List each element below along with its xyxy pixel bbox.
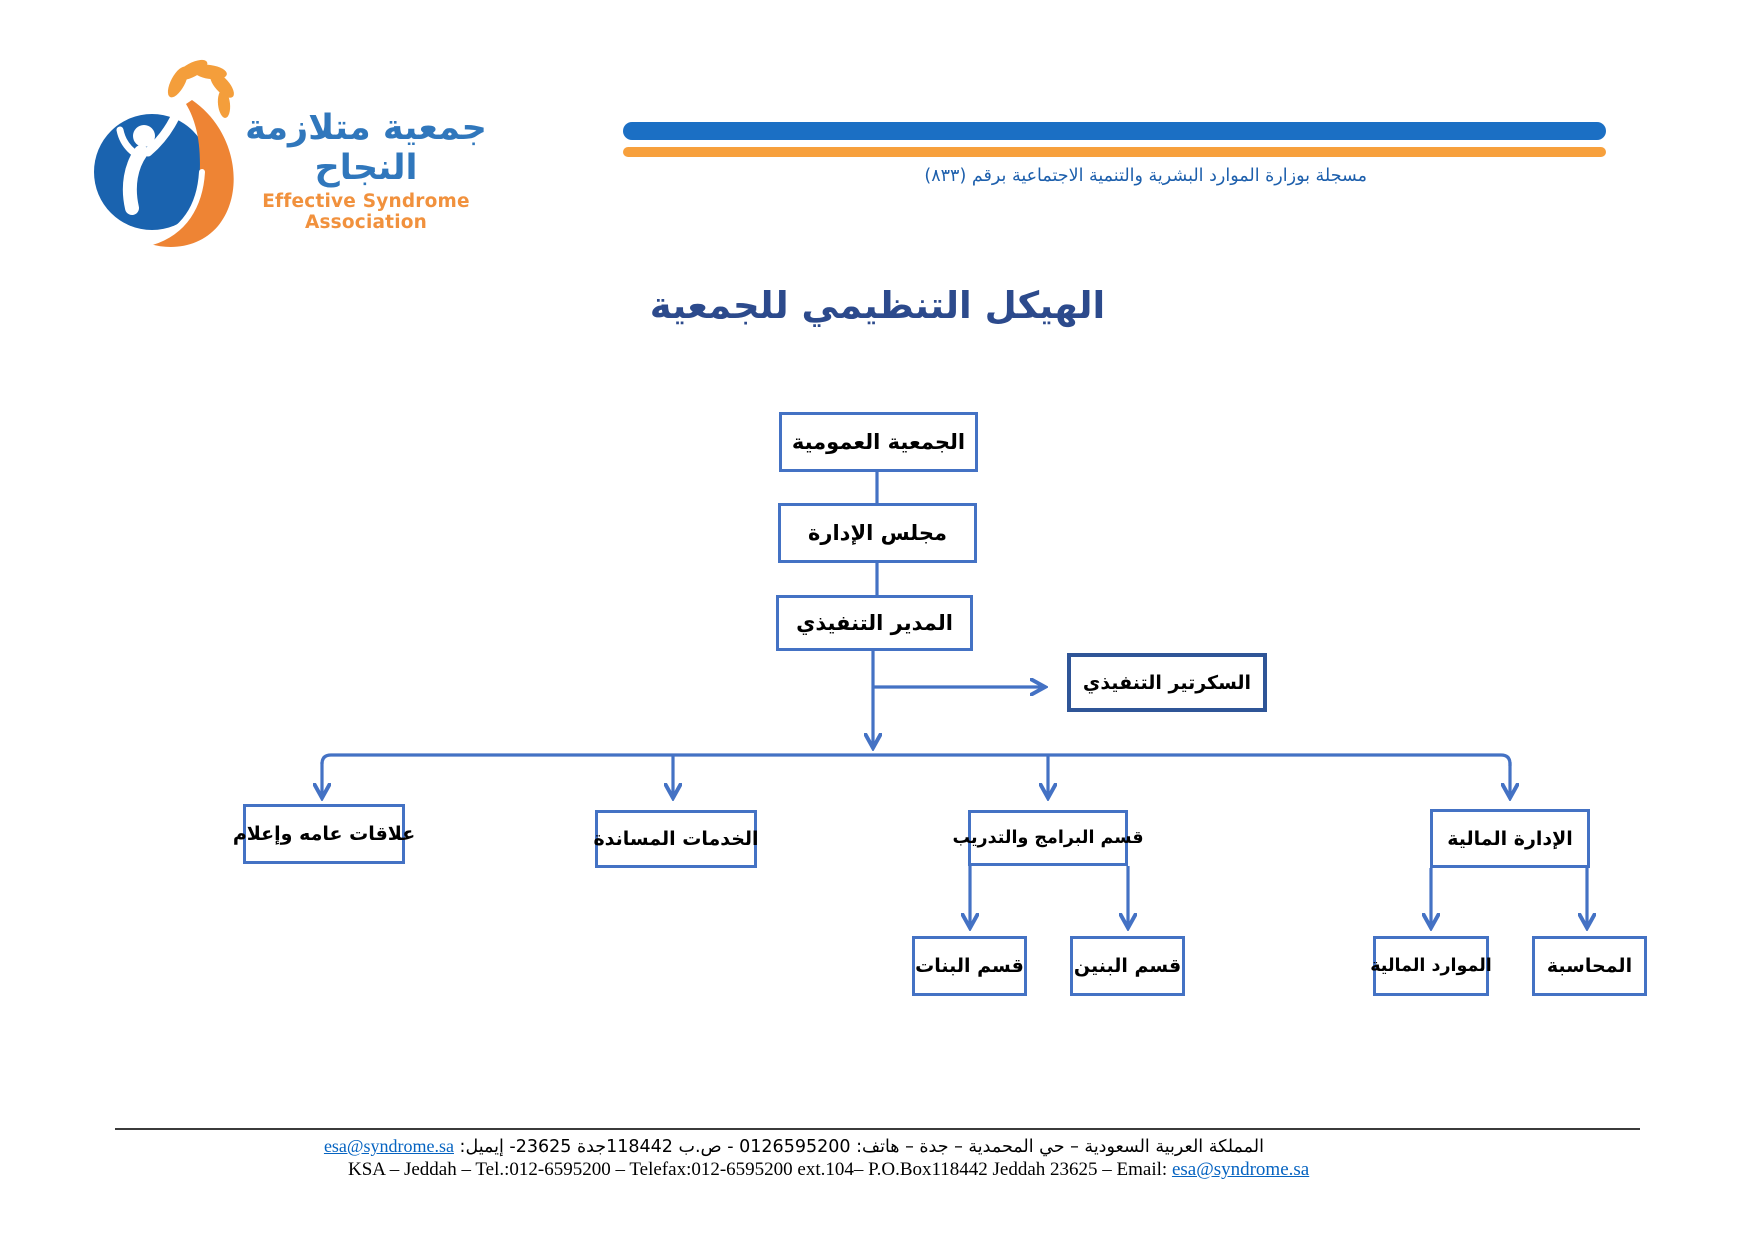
logo-petals	[167, 59, 234, 118]
node-executive-secretary: السكرتير التنفيذي	[1067, 653, 1267, 712]
node-programs-training: قسم البرامج والتدريب	[952, 810, 1144, 866]
node-support-services: الخدمات المساندة	[593, 810, 759, 868]
brand-text-block: جمعية متلازمة النجاح Effective Syndrome …	[218, 108, 514, 233]
page-title: الهيكل التنظيمي للجمعية	[649, 284, 1106, 327]
header-bar-orange	[623, 147, 1606, 157]
node-financial-resources: الموارد المالية	[1370, 936, 1492, 996]
node-girls-section: قسم البنات	[912, 936, 1027, 996]
brand-subtitle-english: Effective Syndrome Association	[262, 190, 470, 233]
footer-line-english: KSA – Jeddah – Tel.:012-6595200 – Telefa…	[348, 1159, 1309, 1181]
footer-english-email-link[interactable]: esa@syndrome.sa	[1171, 1159, 1310, 1180]
node-boys-section: قسم البنين	[1070, 936, 1185, 996]
node-public-relations-media: علاقات عامه وإعلام	[233, 804, 415, 864]
node-accounting: المحاسبة	[1532, 936, 1647, 996]
association-logo-icon	[94, 59, 234, 247]
node-financial-admin: الإدارة المالية	[1430, 809, 1590, 868]
footer-arabic-email-link[interactable]: esa@syndrome.sa	[323, 1136, 454, 1156]
footer-divider	[115, 1128, 1640, 1130]
footer-line-arabic: المملكة العربية السعودية – حي المحمدية –…	[324, 1136, 1264, 1157]
footer-arabic-text: المملكة العربية السعودية – حي المحمدية –…	[453, 1137, 1264, 1157]
node-executive-director: المدير التنفيذي	[776, 595, 973, 651]
footer-english-text: KSA – Jeddah – Tel.:012-6595200 – Telefa…	[348, 1159, 1172, 1180]
node-board-of-directors: مجلس الإدارة	[778, 503, 977, 563]
logo-person-figure	[116, 103, 184, 215]
logo-swoosh	[150, 100, 234, 247]
distribution-line	[320, 753, 1512, 766]
header-bar-blue	[623, 122, 1606, 140]
logo-swoosh-gap	[149, 169, 205, 245]
registration-note: مسجلة بوزارة الموارد البشرية والتنمية ال…	[924, 166, 1367, 186]
node-general-assembly: الجمعية العمومية	[779, 412, 978, 472]
brand-title-arabic: جمعية متلازمة النجاح	[245, 108, 487, 189]
